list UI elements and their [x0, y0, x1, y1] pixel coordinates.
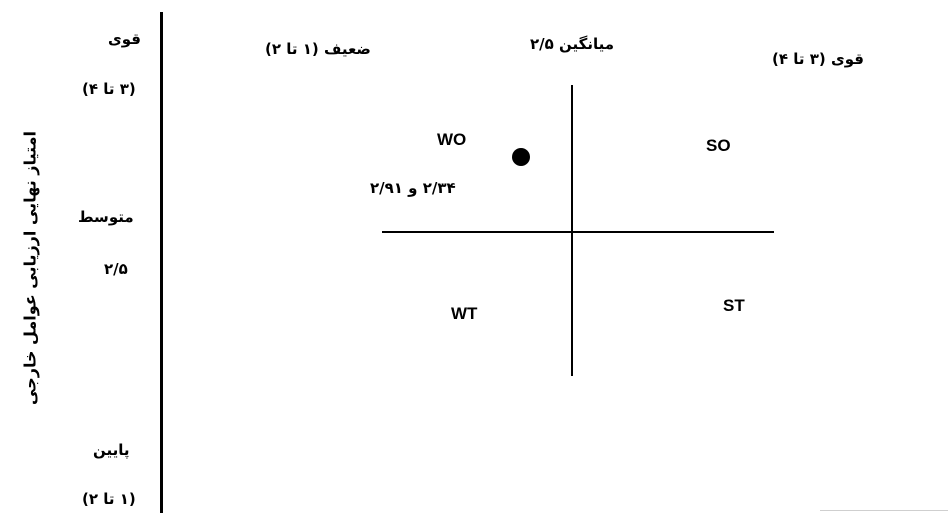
quadrant-wo: WO [437, 130, 467, 149]
y-low-range: (۱ تا ۲) [82, 490, 136, 508]
corner-divider [820, 510, 948, 511]
y-medium-value: ۲/۵ [104, 260, 128, 278]
quadrant-st: ST [723, 296, 745, 315]
y-strong-label: قوی [108, 30, 141, 48]
position-point-label: ۲/۳۴ و ۲/۹۱ [370, 179, 456, 197]
x-average-label: میانگین ۲/۵ [530, 35, 615, 53]
y-low-label: پایین [93, 441, 130, 459]
x-weak-label: ضعیف (۱ تا ۲) [265, 40, 371, 58]
quadrant-so: SO [706, 136, 731, 155]
quadrant-vertical-line [571, 85, 573, 376]
quadrant-horizontal-line [382, 231, 774, 233]
y-axis-title: امتیاز نهایی ارزیابی عوامل خارجی [20, 131, 40, 405]
quadrant-wt: WT [451, 304, 478, 323]
position-point [512, 148, 530, 166]
y-strong-range: (۳ تا ۴) [82, 80, 136, 98]
y-medium-label: متوسط [78, 208, 134, 226]
y-axis-line [160, 12, 163, 513]
x-strong-label: قوی (۳ تا ۴) [772, 50, 864, 68]
